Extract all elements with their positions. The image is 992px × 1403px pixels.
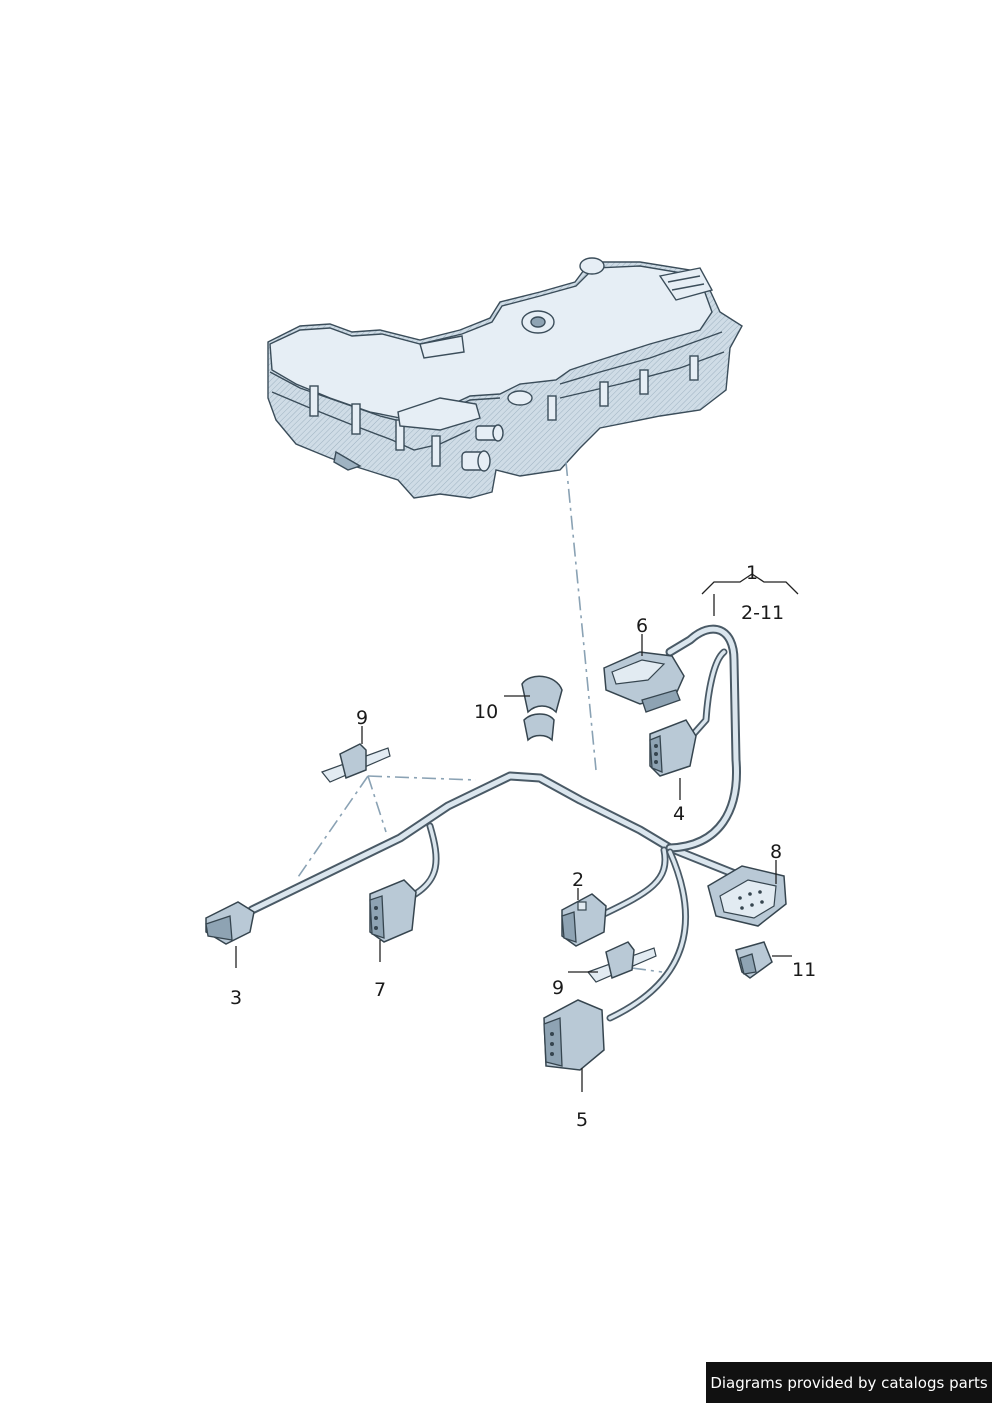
connector-4[interactable] xyxy=(649,719,697,777)
connector-6[interactable] xyxy=(603,651,685,713)
callout-2-11: 2-11 xyxy=(741,602,784,624)
callout-3: 3 xyxy=(230,987,242,1009)
connector-3[interactable] xyxy=(205,901,255,945)
connector-8[interactable] xyxy=(707,865,787,927)
callout-6: 6 xyxy=(636,615,648,637)
callout-5: 5 xyxy=(576,1109,588,1131)
callout-8: 8 xyxy=(770,841,782,863)
connector-2[interactable] xyxy=(561,893,607,947)
callout-leaders xyxy=(235,573,799,1092)
diagram-credit: Diagrams provided by catalogs parts xyxy=(706,1362,992,1403)
fuel-tank xyxy=(267,257,743,499)
callout-9-upper: 9 xyxy=(356,707,368,729)
callout-10: 10 xyxy=(474,701,498,723)
callout-2: 2 xyxy=(572,869,584,891)
callout-9-lower: 9 xyxy=(552,977,564,999)
callout-11: 11 xyxy=(792,959,816,981)
holder-9-upper[interactable] xyxy=(321,743,391,783)
connector-7[interactable] xyxy=(369,879,417,943)
clip-10[interactable] xyxy=(521,675,563,742)
holder-9-lower[interactable] xyxy=(587,941,657,983)
dashed-leaders xyxy=(295,461,663,973)
callout-4: 4 xyxy=(673,803,685,825)
connector-5[interactable] xyxy=(543,999,605,1071)
callout-7: 7 xyxy=(374,979,386,1001)
wiring-harness xyxy=(247,624,745,1022)
clip-11[interactable] xyxy=(735,941,773,979)
callout-1: 1 xyxy=(746,562,758,584)
callout-numbers: 1 2-11 6 10 9 4 8 2 11 9 7 3 5 xyxy=(230,562,816,1131)
